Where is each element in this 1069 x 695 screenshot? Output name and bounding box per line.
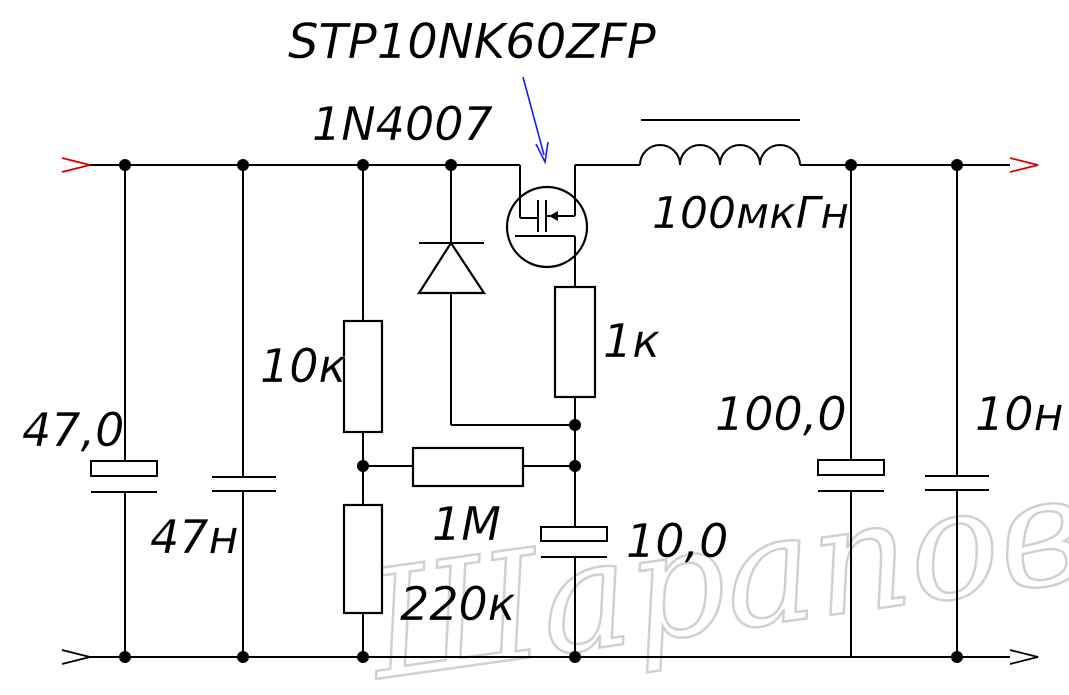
capacitor-c3-electrolytic: [540, 526, 608, 657]
label-r-10k: 10к: [260, 339, 347, 393]
capacitor-c2-film: [212, 165, 276, 657]
label-r-1k: 1к: [603, 314, 660, 368]
label-inductor: 100мкГн: [652, 188, 849, 239]
resistor-1m: [363, 446, 575, 488]
capacitor-c1-electrolytic: [90, 165, 158, 657]
resistor-220k: [342, 503, 384, 657]
pointer-arrow-icon: [522, 76, 549, 165]
inductor: [639, 119, 801, 166]
output-arrow-icon: [1009, 157, 1039, 173]
label-c1: 47,0: [22, 403, 124, 457]
label-r-220k: 220к: [400, 577, 516, 631]
resistor-1k: [553, 285, 597, 527]
label-c4: 100,0: [715, 387, 847, 441]
label-diode: 1N4007: [312, 97, 493, 151]
label-c2: 47н: [150, 510, 239, 564]
capacitor-c5-film: [925, 165, 989, 657]
input-arrow-icon: [61, 157, 91, 173]
diode-1n4007: [416, 165, 575, 426]
junction-dots: [119, 159, 963, 663]
resistor-10k: [342, 165, 384, 505]
label-c5: 10н: [975, 387, 1064, 441]
ground-out-arrow-icon: [1009, 649, 1039, 665]
label-c3: 10,0: [626, 514, 728, 568]
mosfet-transistor: [505, 165, 589, 287]
label-transistor: STP10NK60ZFP: [288, 14, 656, 70]
ground-in-arrow-icon: [61, 649, 91, 665]
capacitor-c4-electrolytic: [817, 165, 885, 657]
label-r-1m: 1М: [432, 497, 501, 551]
